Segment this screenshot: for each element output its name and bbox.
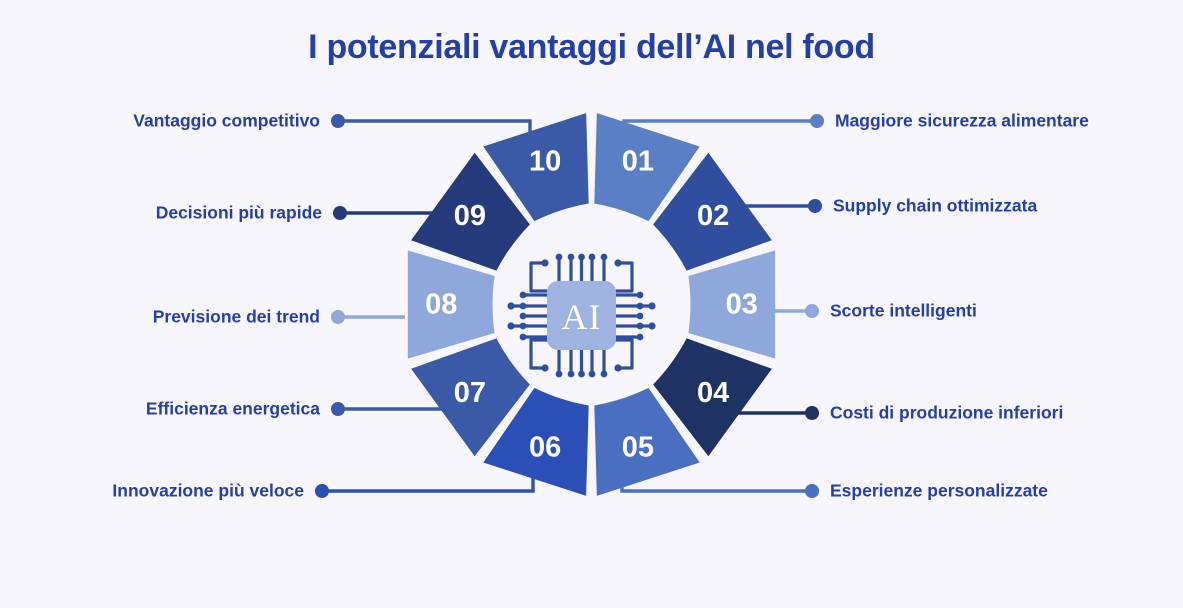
circuit-pad xyxy=(600,253,608,261)
wheel-segment-03[interactable] xyxy=(688,250,776,359)
segment-number-04: 04 xyxy=(697,377,729,409)
circuit-pad xyxy=(636,322,644,330)
segment-number-01: 01 xyxy=(622,146,654,178)
segment-number-05: 05 xyxy=(622,431,654,463)
connector-dot-05 xyxy=(805,484,819,498)
circuit-pad xyxy=(519,312,527,320)
circuit-pad xyxy=(636,333,644,341)
wheel-segment-07[interactable] xyxy=(411,338,530,457)
ai-chip-svg: AI xyxy=(507,253,656,378)
segment-number-09: 09 xyxy=(454,200,486,232)
chip-ai-label: AI xyxy=(562,297,602,337)
chip-circuit-pads xyxy=(507,253,656,378)
circuit-pad xyxy=(578,370,585,378)
segment-number-08: 08 xyxy=(425,289,457,321)
connector-dot-02 xyxy=(808,199,822,213)
chip-circuit-traces xyxy=(511,257,652,374)
connector-dot-04 xyxy=(805,406,819,420)
segment-number-02: 02 xyxy=(697,200,729,232)
circuit-pad xyxy=(648,322,656,330)
benefits-wheel: 01 02 03 04 05 06 07 08 09 10 xyxy=(400,113,783,496)
circuit-pad xyxy=(636,302,644,310)
benefit-label-03[interactable]: Scorte intelligenti xyxy=(830,300,977,321)
chip-body xyxy=(547,281,616,350)
circuit-pad xyxy=(555,253,563,261)
benefit-label-10[interactable]: Vantaggio competitivo xyxy=(133,110,320,131)
wheel-segment-05[interactable] xyxy=(594,387,700,496)
wheel-segment-02[interactable] xyxy=(653,152,772,271)
circuit-pad xyxy=(588,370,596,378)
circuit-pad xyxy=(567,370,575,378)
wheel-segment-numbers: 01 02 03 04 05 06 07 08 09 10 xyxy=(425,146,758,464)
circuit-trace xyxy=(614,261,634,293)
wheel-segment-06[interactable] xyxy=(483,387,589,496)
circuit-pad xyxy=(519,333,527,341)
wheel-segment-10[interactable] xyxy=(483,113,589,222)
segment-number-10: 10 xyxy=(529,146,561,178)
page-title: I potenziali vantaggi dell’AI nel food xyxy=(308,28,875,66)
segment-number-06: 06 xyxy=(529,431,561,463)
connector-dot-06 xyxy=(315,484,329,498)
circuit-pad xyxy=(614,259,622,267)
wheel-segments xyxy=(407,113,776,496)
benefit-label-04[interactable]: Costi di produzione inferiori xyxy=(830,402,1064,423)
ai-chip-icon: AI xyxy=(499,233,664,398)
circuit-pad xyxy=(636,312,644,320)
benefit-label-02[interactable]: Supply chain ottimizzata xyxy=(833,195,1038,216)
circuit-pad xyxy=(578,253,585,261)
circuit-pad xyxy=(555,370,563,378)
connector-dot-08 xyxy=(331,310,345,324)
circuit-trace xyxy=(614,338,634,370)
circuit-trace xyxy=(529,261,549,293)
circuit-pad xyxy=(519,302,527,310)
benefit-label-07[interactable]: Efficienza energetica xyxy=(145,398,320,419)
circuit-pad xyxy=(648,302,656,310)
benefit-label-08[interactable]: Previsione dei trend xyxy=(152,306,320,327)
segment-number-07: 07 xyxy=(454,377,486,409)
wheel-segment-01[interactable] xyxy=(594,113,700,222)
segment-number-03: 03 xyxy=(726,289,758,321)
circuit-pad xyxy=(541,259,549,267)
circuit-pad xyxy=(519,322,527,330)
circuit-pad xyxy=(636,291,644,299)
connector-dot-09 xyxy=(333,206,347,220)
circuit-pad xyxy=(588,253,596,261)
connector-dot-01 xyxy=(810,114,824,128)
connector-dot-10 xyxy=(331,114,345,128)
benefit-label-01[interactable]: Maggiore sicurezza alimentare xyxy=(835,110,1089,131)
wheel-svg: 01 02 03 04 05 06 07 08 09 10 xyxy=(407,113,776,496)
benefit-label-05[interactable]: Esperienze personalizzate xyxy=(830,480,1048,501)
circuit-pad xyxy=(614,364,622,372)
circuit-trace xyxy=(529,338,549,370)
circuit-pad xyxy=(600,370,608,378)
wheel-segment-09[interactable] xyxy=(411,152,530,271)
benefit-label-09[interactable]: Decisioni più rapide xyxy=(155,202,322,223)
wheel-segment-08[interactable] xyxy=(407,250,495,359)
circuit-pad xyxy=(541,364,549,372)
connector-dot-07 xyxy=(331,402,345,416)
wheel-segment-04[interactable] xyxy=(653,338,772,457)
circuit-pad xyxy=(507,302,515,310)
connector-dot-03 xyxy=(805,304,819,318)
circuit-pad xyxy=(567,253,575,261)
circuit-pad xyxy=(507,322,515,330)
circuit-pad xyxy=(519,291,527,299)
benefit-label-06[interactable]: Innovazione più veloce xyxy=(112,480,304,501)
